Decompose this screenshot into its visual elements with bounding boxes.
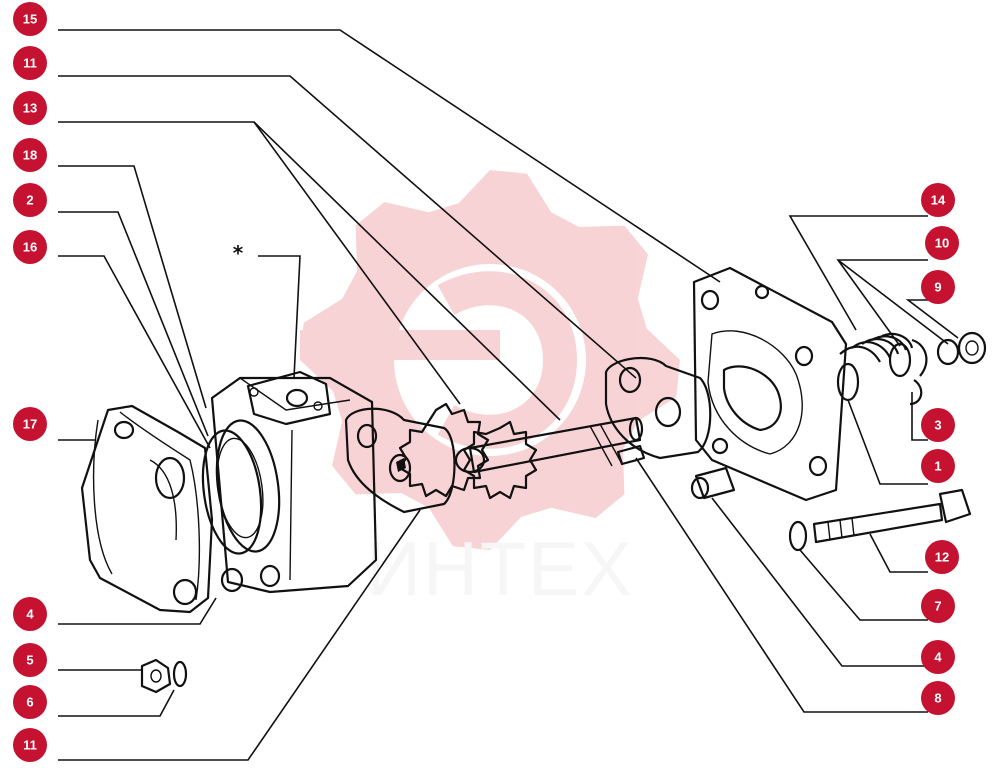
callout-marker: 11 [13, 46, 47, 80]
callout-marker: 5 [13, 643, 47, 677]
callout-markers: 15 11 13 18 2 16 17 4 [13, 2, 959, 762]
svg-text:11: 11 [23, 56, 37, 71]
drive-shaft [468, 416, 644, 474]
watermark-logo: ИНТЕХ [300, 170, 680, 612]
svg-text:11: 11 [23, 738, 37, 753]
relief-valve-assembly [836, 331, 987, 406]
svg-text:10: 10 [935, 236, 949, 251]
callout-marker: 17 [13, 407, 47, 441]
watermark-text: ИНТЕХ [366, 527, 633, 612]
pump-housing [210, 370, 378, 594]
callout-marker: 6 [13, 685, 47, 719]
callout-marker: 3 [921, 408, 955, 442]
nut-and-washer [140, 658, 188, 694]
bearing-plates [344, 407, 456, 514]
leader-lines [58, 29, 959, 761]
callout-marker: 15 [13, 2, 47, 36]
svg-text:7: 7 [934, 599, 941, 614]
callout-marker: 1 [921, 449, 955, 483]
svg-text:17: 17 [23, 417, 37, 432]
callout-marker: 4 [921, 640, 955, 674]
svg-text:16: 16 [23, 240, 37, 255]
drive-gear [462, 420, 538, 500]
callout-marker: 14 [921, 183, 955, 217]
svg-text:3: 3 [934, 418, 941, 433]
svg-text:13: 13 [23, 101, 37, 116]
svg-text:14: 14 [931, 193, 946, 208]
callout-marker: 9 [921, 270, 955, 304]
svg-text:15: 15 [23, 12, 37, 27]
callout-marker: 4 [13, 597, 47, 631]
callout-marker: 18 [13, 138, 47, 172]
mounting-flange [692, 266, 848, 502]
callout-marker: 10 [925, 226, 959, 260]
svg-text:4: 4 [26, 607, 34, 622]
pump-cover [80, 404, 214, 614]
svg-text:8: 8 [934, 691, 941, 706]
svg-text:12: 12 [935, 550, 949, 565]
svg-text:18: 18 [23, 148, 37, 163]
callout-marker: 2 [13, 183, 47, 217]
callout-marker: 16 [13, 230, 47, 264]
callout-marker: 12 [925, 540, 959, 574]
parts-drawing [80, 266, 987, 694]
dowel-pins [616, 444, 736, 500]
watermark-gear-icon [300, 170, 680, 550]
svg-text:4: 4 [934, 650, 942, 665]
callout-marker: 13 [13, 91, 47, 125]
asterisk-marker: * [233, 241, 244, 265]
seal-rings [201, 419, 281, 555]
bolt-and-washer [788, 488, 972, 552]
svg-text:5: 5 [26, 653, 33, 668]
svg-text:1: 1 [934, 459, 941, 474]
svg-text:6: 6 [26, 695, 33, 710]
svg-text:9: 9 [934, 280, 941, 295]
callout-marker: 8 [921, 681, 955, 715]
right-bearing-plate [604, 357, 712, 460]
callout-marker: 7 [921, 589, 955, 623]
svg-text:2: 2 [26, 193, 33, 208]
callout-marker: 11 [13, 728, 47, 762]
